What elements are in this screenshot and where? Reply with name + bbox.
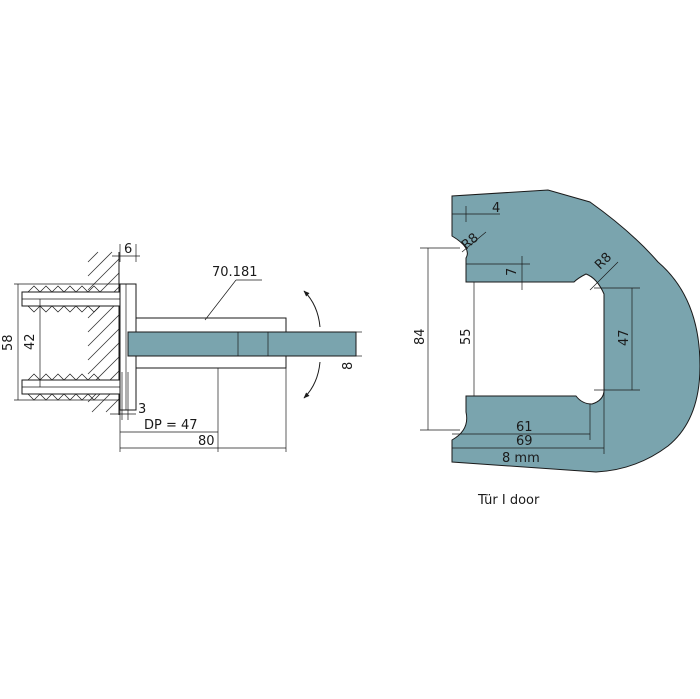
dim-47: 47 xyxy=(617,329,632,346)
dim-80: 80 xyxy=(198,434,215,449)
clamp-top xyxy=(135,317,287,333)
glass-pane-side xyxy=(127,331,357,357)
side-view: 70.181 6 58 42 8 3 DP = 47 80 xyxy=(1,242,362,452)
dim-84: 84 xyxy=(413,328,428,345)
rotation-arrow-down xyxy=(303,361,321,399)
label-product: 70.181 xyxy=(212,265,258,280)
dim-3: 3 xyxy=(138,402,146,417)
dim-8: 8 xyxy=(341,362,356,370)
dim-61: 61 xyxy=(516,420,533,435)
dim-55: 55 xyxy=(459,328,474,345)
rotation-arrow-up xyxy=(303,290,321,328)
dim-58: 58 xyxy=(1,334,16,351)
caption-door: Tür I door xyxy=(477,493,540,508)
dim-7: 7 xyxy=(505,268,520,276)
dim-4: 4 xyxy=(492,201,500,216)
dim-6: 6 xyxy=(124,242,132,257)
wall-anchor-bottom xyxy=(21,373,121,401)
cutout-view: 4 R8 7 R8 84 55 47 61 69 8 mm xyxy=(413,189,700,508)
dim-8mm: 8 mm xyxy=(502,451,540,466)
wall-anchor-top xyxy=(21,285,121,313)
dim-69: 69 xyxy=(516,434,533,449)
clamp-bottom xyxy=(135,355,287,369)
glass-door-cutout xyxy=(451,189,700,473)
dim-dp: DP = 47 xyxy=(144,418,198,433)
dim-42: 42 xyxy=(23,333,38,350)
